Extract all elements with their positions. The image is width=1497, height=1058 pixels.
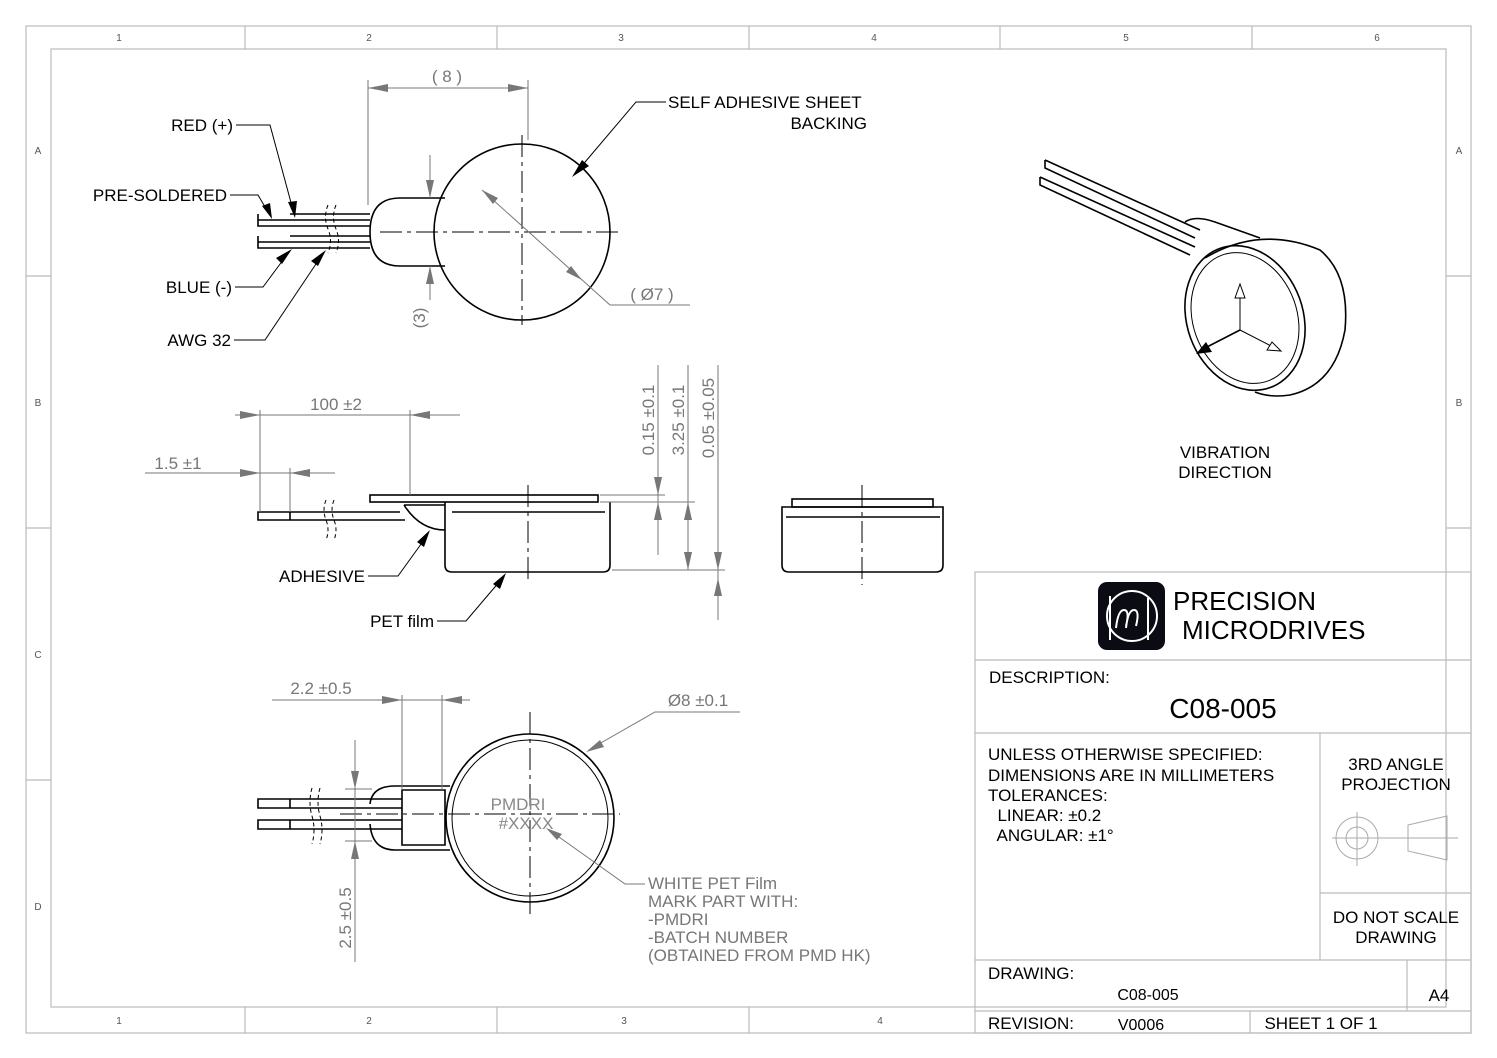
drawing-label: DRAWING: (988, 964, 1074, 983)
zone-row-a: A (35, 146, 42, 157)
label-red-wire: RED (+) (171, 116, 233, 135)
note-line: MARK PART WITH: (648, 892, 798, 911)
zone-col-5: 5 (1123, 33, 1129, 44)
revision-label: REVISION: (988, 1014, 1074, 1033)
zone-col-4: 4 (871, 33, 877, 44)
notes-line: UNLESS OTHERWISE SPECIFIED: (988, 745, 1263, 764)
note-line: -PMDRI (648, 910, 708, 929)
zone-col-bottom-2: 2 (366, 1016, 372, 1027)
zone-col-bottom-1: 1 (116, 1016, 122, 1027)
zone-col-2: 2 (366, 33, 372, 44)
dim-diameter-8: Ø8 ±0.1 (668, 691, 728, 710)
projection-label-1: 3RD ANGLE (1348, 755, 1443, 774)
notes-line: ANGULAR: ±1° (988, 826, 1114, 845)
label-self-adhesive: SELF ADHESIVE SHEET (668, 93, 862, 112)
zone-row-b: B (35, 398, 42, 409)
dim-diameter-7: ( Ø7 ) (630, 285, 673, 304)
zone-row-d: D (34, 902, 41, 913)
dim-film-thickness: 0.05 ±0.05 (699, 378, 718, 458)
bottom-view: PMDRI #XXXX 2.2 ±0.5 Ø8 ±0.1 2.5 ±0.5 WH… (257, 679, 871, 965)
dim-lead-length: 100 ±2 (310, 395, 362, 414)
general-notes: UNLESS OTHERWISE SPECIFIED: DIMENSIONS A… (988, 745, 1274, 845)
note-line: -BATCH NUMBER (648, 928, 788, 947)
company-name-1: PRECISION (1173, 586, 1316, 616)
scale-warning-2: DRAWING (1355, 928, 1437, 947)
label-direction: DIRECTION (1178, 463, 1272, 482)
top-view: ( 8 ) (3) ( Ø7 ) RED (+) PRE-SOLDERED BL… (93, 67, 867, 350)
dim-sheet-thickness: 0.15 ±0.1 (639, 385, 658, 456)
end-view (781, 485, 944, 585)
paper-size: A4 (1429, 986, 1450, 1005)
drawing-frame: 1 2 3 4 5 6 1 2 3 4 A B C D A B (25, 25, 1472, 1034)
notes-line: LINEAR: ±0.2 (988, 806, 1101, 825)
third-angle-projection-icon (1332, 812, 1458, 866)
dim-neck-length: 2.2 ±0.5 (290, 679, 351, 698)
label-vibration: VIBRATION (1180, 443, 1270, 462)
company-logo (1098, 582, 1165, 650)
company-name-2: MICRODRIVES (1182, 615, 1365, 645)
label-adhesive: ADHESIVE (279, 567, 365, 586)
revision-value: V0006 (1118, 1017, 1164, 1034)
dim-neck-width: 2.5 ±0.5 (336, 887, 355, 948)
zone-col-3: 3 (618, 33, 624, 44)
note-line: WHITE PET Film (648, 874, 777, 893)
zone-row-a-right: A (1456, 146, 1463, 157)
marking-pmdri: PMDRI (491, 795, 546, 814)
zone-col-bottom-3: 3 (621, 1016, 627, 1027)
dim-length-8: ( 8 ) (432, 67, 462, 86)
label-pet-film: PET film (370, 612, 434, 631)
dim-body-height: 3.25 ±0.1 (669, 385, 688, 456)
note-line: (OBTAINED FROM PMD HK) (648, 946, 871, 965)
zone-col-1: 1 (116, 33, 122, 44)
description-label: DESCRIPTION: (989, 668, 1110, 687)
description-value: C08-005 (1169, 693, 1276, 724)
label-blue-wire: BLUE (-) (166, 278, 232, 297)
dim-strip-length: 1.5 ±1 (154, 454, 201, 473)
dim-neck-3: (3) (410, 308, 429, 329)
zone-col-bottom-4: 4 (877, 1016, 883, 1027)
zone-col-6: 6 (1374, 33, 1380, 44)
label-backing: BACKING (790, 114, 867, 133)
drawing-number: C08-005 (1117, 987, 1178, 1004)
label-pre-soldered: PRE-SOLDERED (93, 186, 227, 205)
scale-warning-1: DO NOT SCALE (1333, 908, 1459, 927)
notes-line: DIMENSIONS ARE IN MILLIMETERS (988, 766, 1274, 785)
notes-line: TOLERANCES: (988, 786, 1108, 805)
marking-note: WHITE PET Film MARK PART WITH: -PMDRI -B… (648, 874, 871, 965)
marking-batch: #XXXX (499, 814, 554, 833)
zone-row-c: C (34, 650, 41, 661)
zone-row-b-right: B (1456, 398, 1463, 409)
sheet-number: SHEET 1 OF 1 (1264, 1014, 1377, 1033)
side-view: 100 ±2 1.5 ±1 0.15 ±0.1 3.25 ±0.1 0.05 ±… (145, 365, 725, 631)
label-awg: AWG 32 (167, 331, 231, 350)
title-block: PRECISION MICRODRIVES DESCRIPTION: C08-0… (974, 571, 1472, 1034)
projection-label-2: PROJECTION (1341, 775, 1451, 794)
isometric-view: VIBRATION DIRECTION (1039, 159, 1347, 482)
